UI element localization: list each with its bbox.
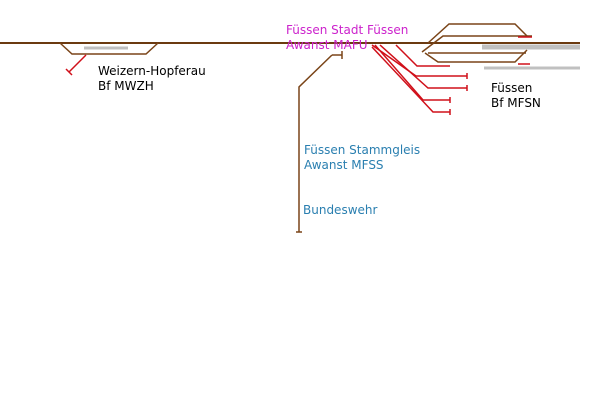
stammgleis-branch (296, 51, 343, 233)
weizern-passing-loop (59, 42, 159, 55)
fuessen-station-name: Füssen (491, 81, 533, 95)
weizern-siding (68, 54, 87, 73)
bundeswehr-name: Bundeswehr (303, 203, 378, 217)
fuessen-track-2 (421, 35, 532, 53)
fuessen-stadt-code: Awanst MAFU (286, 38, 368, 52)
weizern-station-tracks (59, 42, 159, 76)
fuessen-label: Füssen Bf MFSN (491, 81, 541, 111)
bundeswehr-label: Bundeswehr (303, 203, 377, 218)
siding-2 (379, 44, 467, 89)
fuessen-station-code: Bf MFSN (491, 96, 541, 110)
stammgleis-label: Füssen Stammgleis Awanst MFSS (304, 143, 420, 173)
fuessen-track-lower (424, 49, 528, 63)
siding-5 (395, 44, 450, 67)
fuessen-station-tracks (421, 23, 580, 70)
fuessen-track-upper (427, 23, 529, 44)
fuessen-stadt-name: Füssen Stadt Füssen (286, 23, 409, 37)
stammgleis-track (298, 54, 333, 232)
siding-3 (374, 44, 450, 101)
weizern-siding-buffer (65, 68, 73, 76)
siding-4 (371, 46, 450, 113)
stammgleis-name: Füssen Stammgleis (304, 143, 421, 157)
stammgleis-code: Awanst MFSS (304, 158, 384, 172)
weizern-label: Weizern-Hopferau Bf MWZH (98, 64, 206, 94)
fuessen-stadt-label: Füssen Stadt Füssen Awanst MAFU (286, 23, 408, 53)
siding-1 (371, 44, 467, 77)
weizern-station-code: Bf MWZH (98, 79, 154, 93)
fuessen-stadt-sidings (371, 44, 468, 115)
weizern-station-name: Weizern-Hopferau (98, 64, 206, 78)
